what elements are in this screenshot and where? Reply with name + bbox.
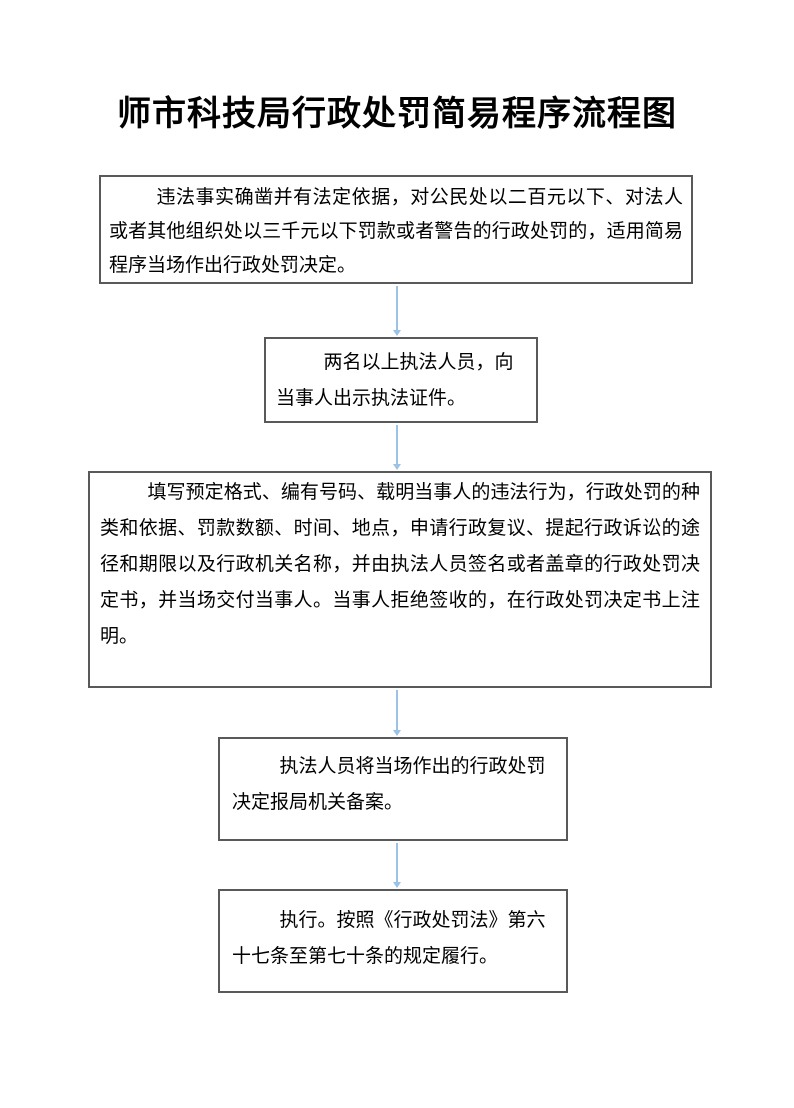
flow-step-3-text: 填写预定格式、编有号码、载明当事人的违法行为，行政处罚的种类和依据、罚款数额、时…: [100, 481, 700, 647]
connector-arrow-down-2: [392, 425, 402, 470]
arrow-line: [396, 690, 398, 731]
arrow-line: [396, 843, 398, 883]
connector-arrow-down-1: [392, 286, 402, 336]
flow-step-2-text: 两名以上执法人员，向当事人出示执法证件。: [276, 351, 514, 409]
flow-step-3: 填写预定格式、编有号码、载明当事人的违法行为，行政处罚的种类和依据、罚款数额、时…: [88, 471, 712, 688]
flow-step-1-text: 违法事实确凿并有法定依据，对公民处以二百元以下、对法人或者其他组织处以三千元以下…: [109, 186, 683, 276]
flow-step-1: 违法事实确凿并有法定依据，对公民处以二百元以下、对法人或者其他组织处以三千元以下…: [99, 175, 693, 284]
flow-step-5: 执行。按照《行政处罚法》第六十七条至第七十条的规定履行。: [218, 889, 568, 993]
arrow-down-icon: [393, 882, 401, 888]
page-title: 师市科技局行政处罚简易程序流程图: [117, 94, 677, 134]
connector-arrow-down-4: [392, 843, 402, 888]
flow-step-2: 两名以上执法人员，向当事人出示执法证件。: [264, 337, 538, 423]
arrow-line: [396, 425, 398, 465]
flow-step-5-text: 执行。按照《行政处罚法》第六十七条至第七十条的规定履行。: [232, 909, 546, 967]
flow-step-4-text: 执法人员将当场作出的行政处罚决定报局机关备案。: [232, 755, 546, 813]
arrow-down-icon: [393, 730, 401, 736]
flow-step-4: 执法人员将当场作出的行政处罚决定报局机关备案。: [218, 737, 568, 841]
arrow-line: [396, 286, 398, 331]
arrow-down-icon: [393, 464, 401, 470]
arrow-down-icon: [393, 330, 401, 336]
connector-arrow-down-3: [392, 690, 402, 736]
